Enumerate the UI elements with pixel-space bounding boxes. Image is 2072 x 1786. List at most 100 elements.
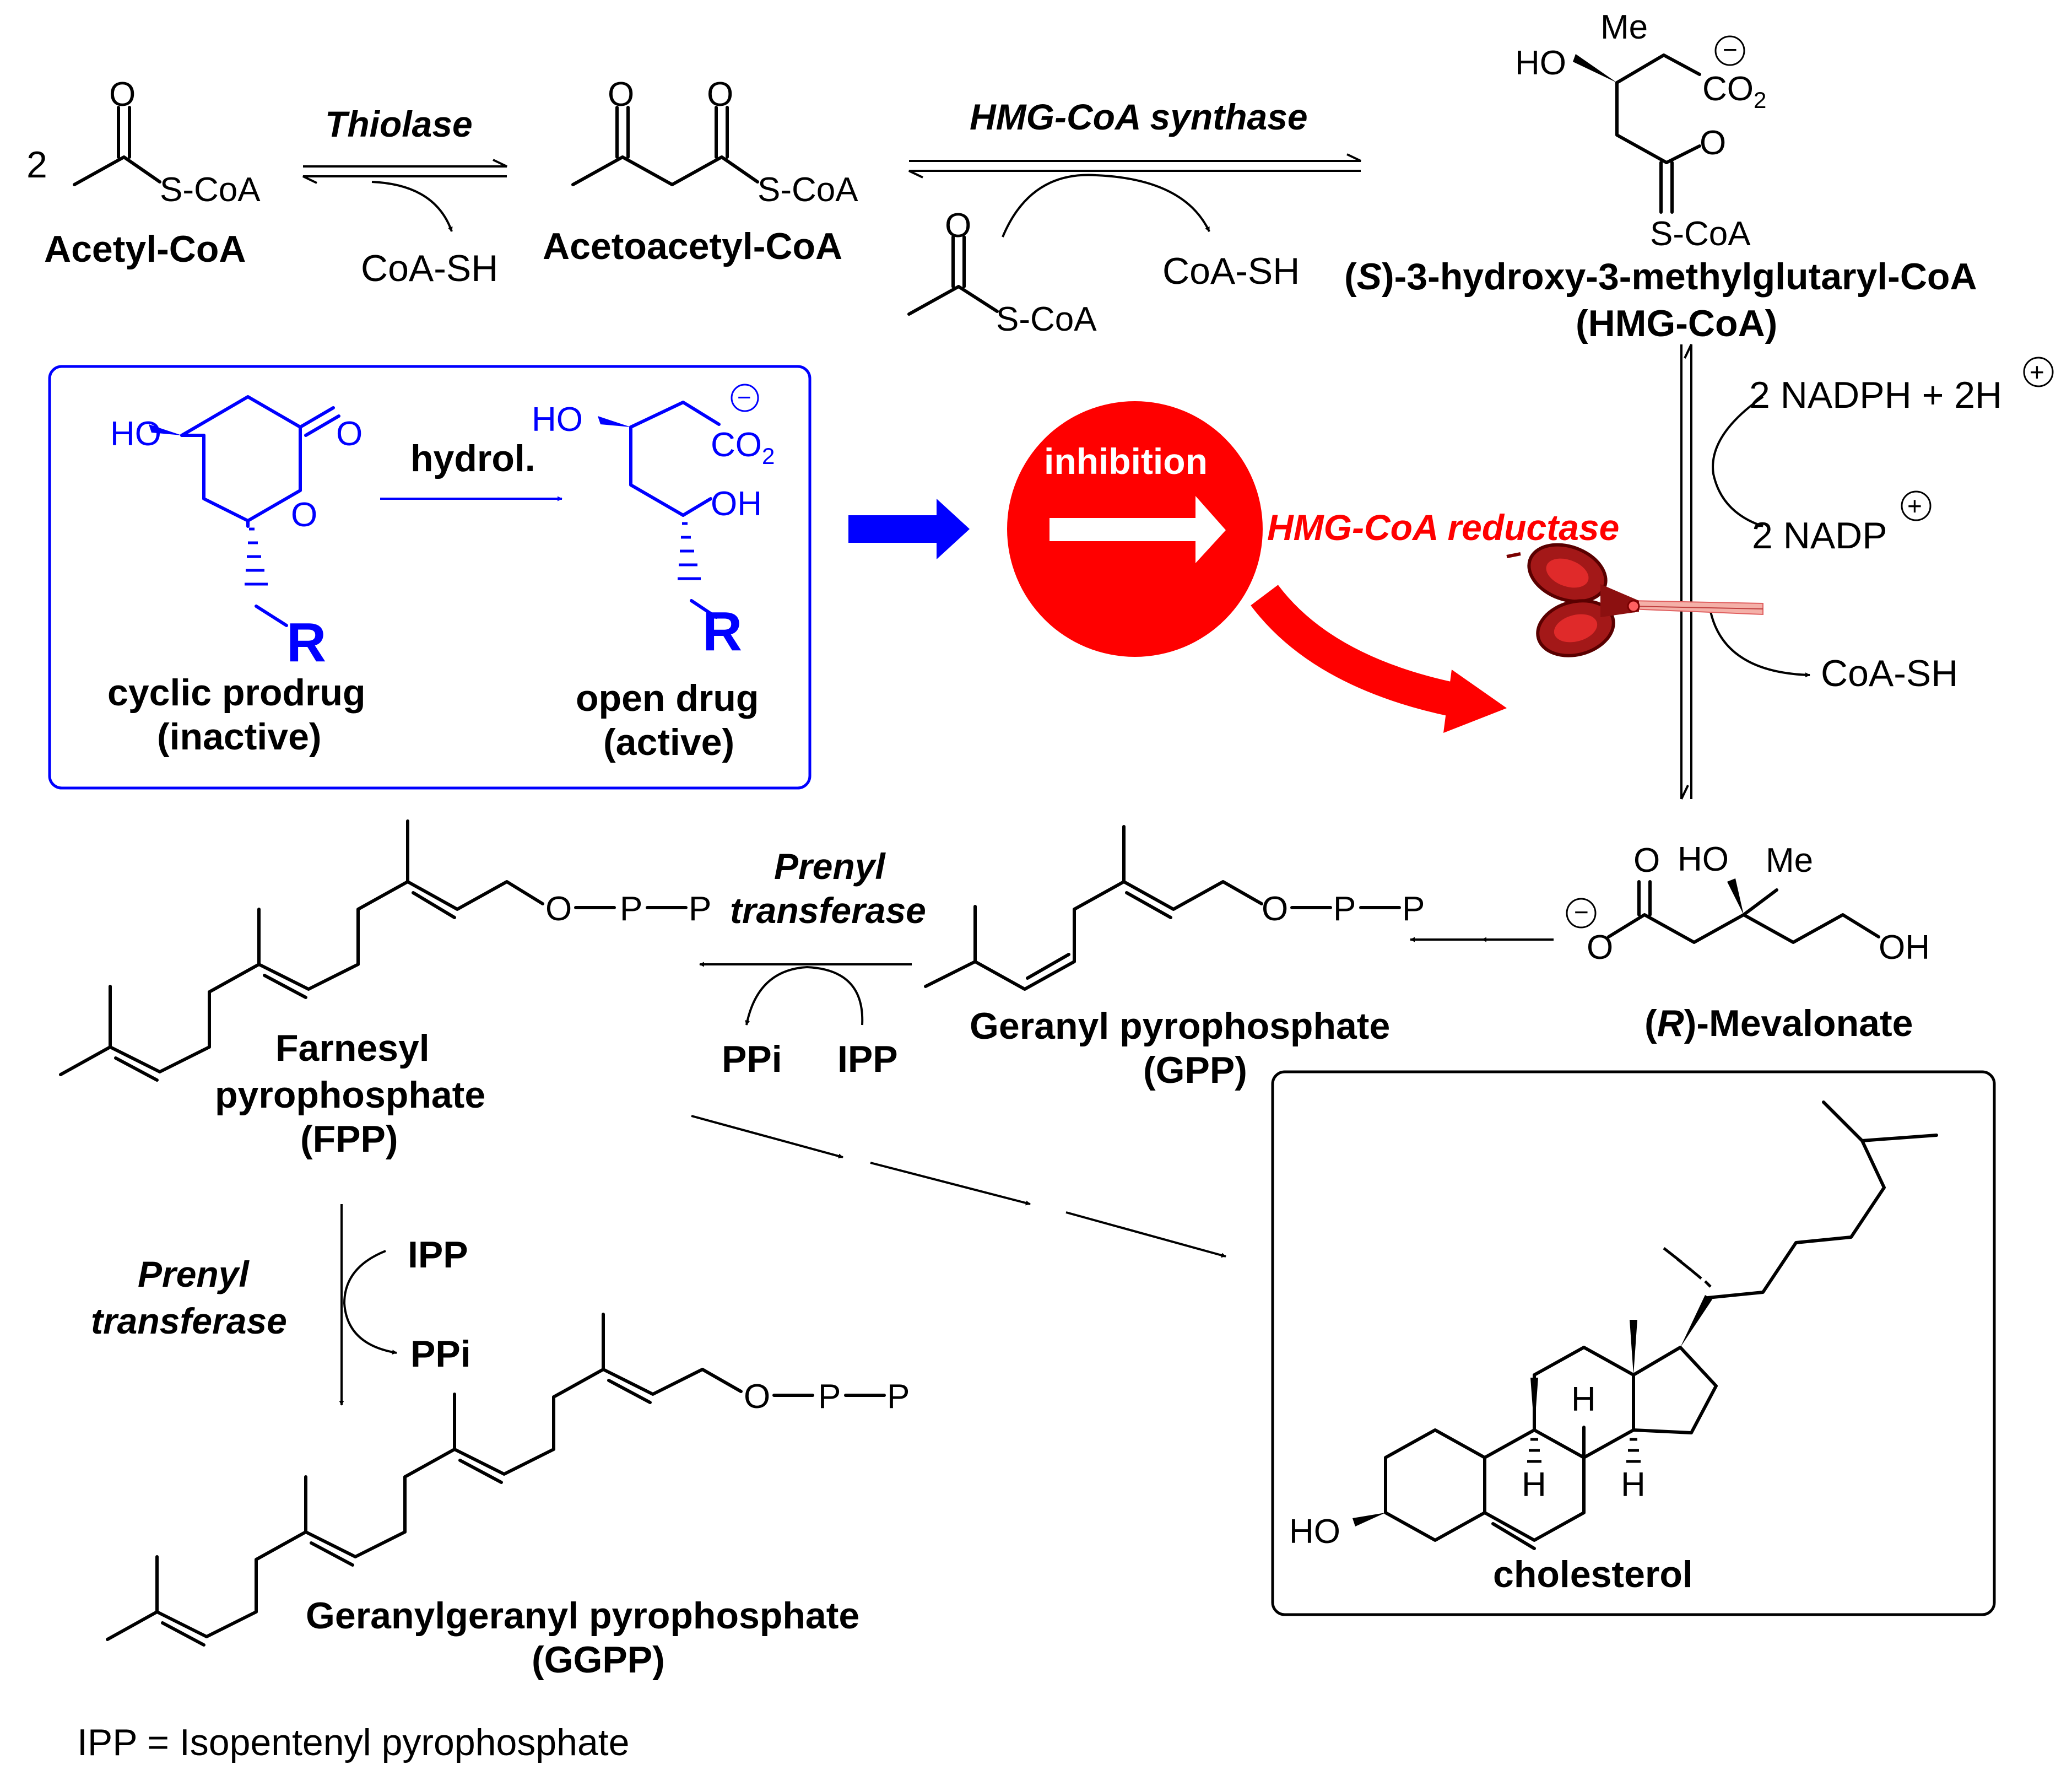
- ipp-label: IPP: [837, 1038, 898, 1080]
- hmg-synthase-label: HMG-CoA synthase: [970, 96, 1308, 137]
- hmg-coa-abbrev: (HMG-CoA): [1576, 303, 1777, 344]
- atom-ho: HO: [532, 401, 583, 439]
- r-group: R: [702, 601, 742, 662]
- gpp-abbrev: (GPP): [1143, 1049, 1247, 1091]
- fpp-label-line2: pyrophosphate: [215, 1074, 485, 1116]
- charge-minus: −: [737, 384, 751, 411]
- hmg-synthase-step: HMG-CoA synthase CoA-SH O S-CoA: [907, 96, 1361, 338]
- atom-p: P: [689, 890, 711, 928]
- hmg-reductase-label: HMG-CoA reductase: [1267, 507, 1619, 548]
- thiolase-step: Thiolase CoA-SH: [302, 104, 507, 289]
- atom-me: Me: [1766, 841, 1813, 879]
- atom-oh: OH: [1879, 929, 1930, 967]
- prenyl-transferase-step-1: Prenyl transferase PPi IPP: [699, 846, 926, 1080]
- red-arrowhead-icon: [1443, 670, 1507, 733]
- atom-ho: HO: [1289, 1513, 1340, 1551]
- atom-ho: HO: [1515, 44, 1566, 82]
- inhibition-disc-icon: inhibition: [1007, 401, 1263, 657]
- atom-o: O: [1587, 929, 1613, 967]
- reductase-step: 2 NADPH + 2H + 2 NADP + CoA-SH: [1680, 344, 2054, 800]
- atom-o: O: [109, 75, 136, 114]
- cholesterol-label: cholesterol: [1493, 1553, 1693, 1595]
- prenyl-label: Prenyl: [138, 1254, 250, 1294]
- multistep-arrow-to-cholesterol: [691, 1115, 1226, 1258]
- ggpp-label: Geranylgeranyl pyrophosphate: [306, 1595, 859, 1637]
- hmg-coa-structure: HO Me CO2 − O S-CoA (S)-3-hydroxy-3-meth…: [1344, 8, 1977, 344]
- atom-me: Me: [1600, 8, 1648, 46]
- atom-o: O: [945, 207, 971, 245]
- atom-o: O: [291, 496, 317, 534]
- prenyl-label-line2: transferase: [730, 890, 926, 931]
- mevalonate-structure: − O O HO Me OH (R)-Mevalonate: [1566, 840, 1930, 1044]
- atom-co2: CO2: [711, 426, 775, 469]
- atom-o: O: [1262, 890, 1288, 928]
- coash-release-2: CoA-SH: [1162, 250, 1300, 292]
- nadph-label: 2 NADPH + 2H: [1749, 374, 2002, 416]
- mevalonate-name: (R)-Mevalonate: [1644, 1002, 1913, 1044]
- atom-scoa: S-CoA: [758, 171, 858, 209]
- scissors-icon: [1506, 543, 1763, 657]
- inhibition-label: inhibition: [1044, 441, 1208, 482]
- coash-release-1: CoA-SH: [361, 247, 498, 289]
- fpp-structure: O P P Farnesyl pyrophosphate (FPP): [59, 819, 711, 1160]
- hmg-coa-name: (S)-3-hydroxy-3-methylglutaryl-CoA: [1344, 256, 1977, 298]
- atom-o: O: [744, 1378, 770, 1416]
- atom-o: O: [707, 75, 733, 114]
- atom-h: H: [1621, 1466, 1646, 1504]
- prenyl-label-line2: transferase: [91, 1301, 287, 1341]
- charge-minus: −: [1723, 35, 1738, 64]
- cyclic-prodrug-label: cyclic prodrug: [107, 672, 366, 714]
- gpp-structure: O P P Geranyl pyrophosphate (GPP): [924, 825, 1425, 1091]
- atom-o: O: [1700, 124, 1726, 162]
- open-drug-label: open drug: [576, 677, 759, 719]
- acetyl-coa-label: Acetyl-CoA: [44, 228, 246, 270]
- acetyl-coa-structure: 2 O S-CoA Acetyl-CoA: [26, 75, 261, 270]
- acetoacetyl-coa-structure: O O S-CoA Acetoacetyl-CoA: [543, 75, 858, 267]
- atom-p: P: [818, 1378, 841, 1416]
- prodrug-box: HO O O R cyclic prodrug (inactive) hydro…: [48, 365, 812, 790]
- atom-o: O: [336, 415, 363, 453]
- atom-o: O: [545, 890, 572, 928]
- coash-release-3: CoA-SH: [1821, 652, 1958, 694]
- cyclic-prodrug-sublabel: (inactive): [157, 716, 322, 758]
- atom-p: P: [620, 890, 642, 928]
- atom-ho: HO: [1678, 840, 1729, 878]
- hydrol-label: hydrol.: [410, 438, 535, 479]
- nadp-label: 2 NADP: [1752, 515, 1887, 557]
- acetoacetyl-coa-label: Acetoacetyl-CoA: [543, 225, 842, 267]
- ppi-label: PPi: [410, 1333, 471, 1375]
- red-curved-arrow: [1251, 585, 1458, 717]
- atom-o: O: [608, 75, 634, 114]
- atom-o: O: [1633, 841, 1660, 879]
- thiolase-label: Thiolase: [325, 104, 473, 144]
- atom-oh: OH: [711, 485, 762, 523]
- open-drug-sublabel: (active): [603, 721, 734, 763]
- prenyl-transferase-step-2: IPP PPi Prenyl transferase: [91, 1204, 471, 1406]
- atom-p: P: [1402, 890, 1425, 928]
- r-group: R: [286, 612, 326, 673]
- prenyl-label: Prenyl: [774, 846, 886, 887]
- stoich-coefficient: 2: [26, 144, 47, 186]
- cholesterol-box: H H H HO cholesterol: [1271, 1070, 1996, 1616]
- charge-plus: +: [1907, 492, 1922, 520]
- ggpp-abbrev: (GGPP): [532, 1639, 665, 1681]
- footnote: IPP = Isopentenyl pyrophosphate: [77, 1722, 629, 1763]
- atom-co2: CO2: [1702, 70, 1766, 113]
- gpp-label: Geranyl pyrophosphate: [970, 1005, 1390, 1047]
- charge-minus: −: [1574, 898, 1589, 926]
- atom-p: P: [1333, 890, 1356, 928]
- atom-p: P: [887, 1378, 910, 1416]
- atom-scoa: S-CoA: [160, 171, 261, 209]
- atom-scoa: S-CoA: [996, 300, 1097, 338]
- ggpp-structure: O P P Geranylgeranyl pyrophosphate (GGPP…: [106, 1313, 910, 1681]
- fpp-label: Farnesyl: [275, 1027, 430, 1069]
- atom-h: H: [1571, 1380, 1596, 1418]
- charge-plus: +: [2030, 358, 2044, 386]
- atom-ho: HO: [110, 415, 161, 453]
- blue-arrow-icon: [848, 499, 970, 559]
- ipp-label: IPP: [408, 1234, 468, 1276]
- fpp-abbrev: (FPP): [300, 1118, 398, 1160]
- ppi-label: PPi: [722, 1038, 782, 1080]
